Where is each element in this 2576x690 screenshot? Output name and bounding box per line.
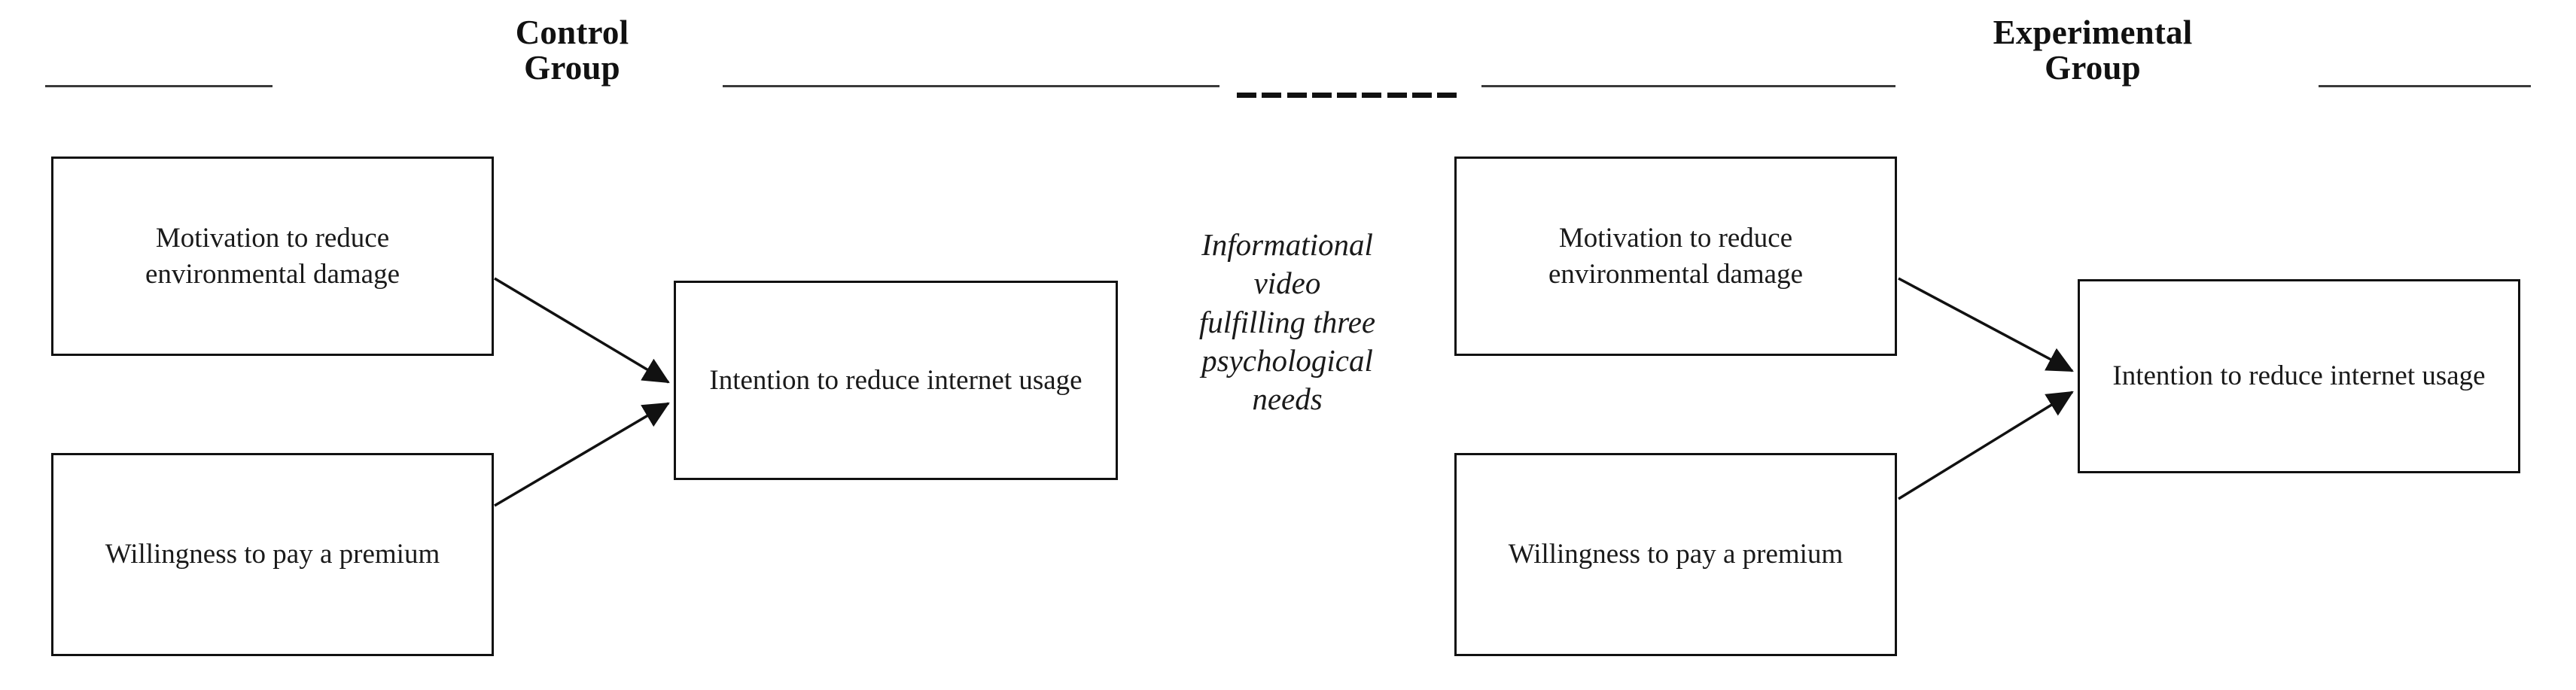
experimental-node-willingness[interactable]: Willingness to pay a premium [1454,453,1897,656]
divider-dash [1337,92,1357,98]
experimental-node-motivation[interactable]: Motivation to reduce environmental damag… [1454,157,1897,356]
experimental-header-rule-left [1481,85,1895,87]
experimental-node-intention[interactable]: Intention to reduce internet usage [2078,279,2520,473]
divider-dash [1362,92,1382,98]
arrow-experimental-motivation-to-intention [1898,277,2074,372]
intervention-caption: Informational video fulfilling three psy… [1198,227,1376,416]
divider-dash [1387,92,1407,98]
control-node-intention[interactable]: Intention to reduce internet usage [674,281,1118,480]
divider-dash [1286,92,1307,98]
experimental-group-title: Experimental Group [1993,14,2193,87]
group-divider-dashed [1237,91,1457,99]
control-group-title: Control Group [515,14,629,87]
experimental-node-motivation-label: Motivation to reduce environmental damag… [1548,223,1803,290]
arrow-experimental-willingness-to-intention [1898,391,2074,500]
experimental-node-intention-label: Intention to reduce internet usage [2112,360,2486,392]
arrow-control-willingness-to-intention [494,402,670,507]
control-node-willingness[interactable]: Willingness to pay a premium [51,453,494,656]
divider-dash [1237,92,1256,98]
divider-dash [1262,92,1282,98]
divider-dash [1411,92,1432,98]
control-node-intention-label: Intention to reduce internet usage [709,364,1082,396]
arrow-control-motivation-to-intention [494,277,670,384]
control-header-rule-right [723,85,1219,87]
control-node-motivation[interactable]: Motivation to reduce environmental damag… [51,157,494,356]
control-header-rule-left [45,85,273,87]
control-node-willingness-label: Willingness to pay a premium [105,539,440,570]
control-node-motivation-label: Motivation to reduce environmental damag… [145,223,400,290]
divider-dash [1311,92,1332,98]
divider-dash [1437,92,1457,98]
experimental-node-willingness-label: Willingness to pay a premium [1508,539,1844,570]
experimental-header-rule-right [2319,85,2531,87]
